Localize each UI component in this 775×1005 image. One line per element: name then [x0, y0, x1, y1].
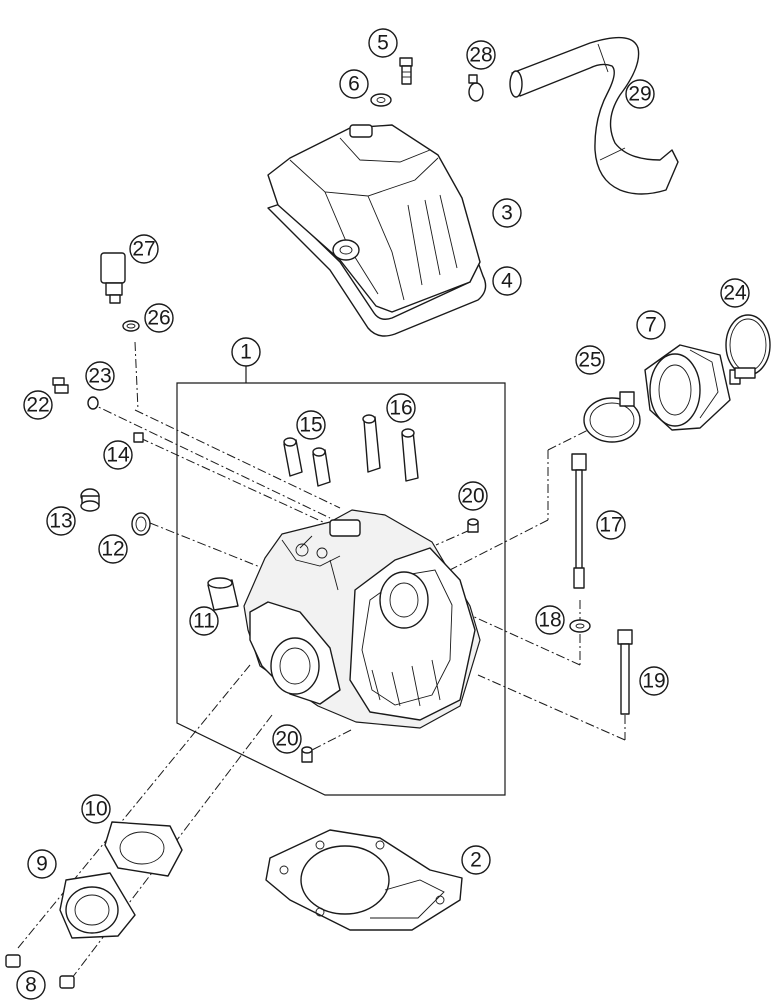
small-screw-plug-lower — [301, 746, 313, 763]
flange-bolts — [5, 954, 75, 989]
callout-13: 13 — [46, 506, 76, 536]
callout-16: 16 — [386, 393, 416, 423]
callout-number: 7 — [645, 314, 657, 337]
cover-bolt — [399, 57, 413, 85]
callout-8: 8 — [16, 970, 46, 1000]
cylinder-head — [243, 509, 481, 729]
callout-28: 28 — [466, 40, 496, 70]
callout-19: 19 — [639, 666, 669, 696]
callout-number: 10 — [84, 798, 107, 821]
callout-number: 17 — [599, 514, 622, 537]
valve-guides-long — [362, 414, 419, 482]
callout-20-lower: 20 — [272, 724, 302, 754]
callout-25: 25 — [575, 345, 605, 375]
callout-23: 23 — [85, 361, 115, 391]
callout-number: 19 — [642, 670, 665, 693]
callout-6: 6 — [339, 69, 369, 99]
callout-number: 28 — [469, 44, 492, 67]
callout-number: 9 — [36, 853, 48, 876]
callout-number: 8 — [25, 974, 37, 997]
callout-3: 3 — [492, 198, 522, 228]
callout-24: 24 — [720, 278, 750, 308]
callout-number: 6 — [348, 73, 360, 96]
callout-number: 26 — [147, 307, 170, 330]
callout-number: 13 — [49, 510, 72, 533]
hose-clamp-large — [725, 314, 771, 379]
valve-cover — [267, 124, 481, 313]
callout-number: 23 — [88, 365, 111, 388]
callout-1: 1 — [231, 337, 261, 367]
callout-17: 17 — [596, 510, 626, 540]
callout-7: 7 — [636, 310, 666, 340]
callout-18: 18 — [535, 605, 565, 635]
callout-number: 29 — [628, 83, 651, 106]
hex-bolt — [617, 629, 633, 715]
callout-number: 24 — [723, 282, 747, 305]
callout-number: 25 — [578, 349, 601, 372]
plug-seal-ring — [131, 512, 151, 536]
exhaust-gasket — [104, 821, 183, 877]
callout-number: 20 — [461, 485, 484, 508]
callout-29: 29 — [625, 79, 655, 109]
callout-number: 22 — [26, 394, 49, 417]
callout-number: 15 — [299, 414, 322, 437]
rubber-washer — [370, 93, 392, 107]
callout-number: 2 — [470, 849, 482, 872]
callout-15: 15 — [296, 410, 326, 440]
callout-2: 2 — [461, 845, 491, 875]
plug-screw — [52, 377, 69, 394]
callout-12: 12 — [98, 534, 128, 564]
cylinder-head-gasket — [265, 829, 463, 931]
callout-number: 4 — [501, 270, 513, 293]
callout-20-upper: 20 — [458, 481, 488, 511]
callout-number: 18 — [538, 609, 561, 632]
oil-plug — [80, 488, 100, 512]
breather-hose — [509, 36, 679, 195]
sensor-seal-ring — [122, 320, 140, 332]
callout-11: 11 — [189, 606, 219, 636]
temperature-sensor — [100, 252, 126, 304]
hose-clamp-small — [468, 74, 484, 102]
small-seal-ring — [87, 396, 99, 410]
small-screw-plug-upper — [467, 518, 479, 533]
dowel-sleeve — [207, 577, 239, 611]
callout-number: 12 — [101, 538, 124, 561]
callout-14: 14 — [103, 440, 133, 470]
hose-clamp-medium — [583, 391, 641, 443]
stud-washer — [569, 619, 591, 633]
callout-4: 4 — [492, 266, 522, 296]
valve-guides-short — [283, 437, 331, 487]
small-plug — [133, 432, 144, 443]
callout-number: 27 — [132, 238, 155, 261]
callout-22: 22 — [23, 390, 53, 420]
callout-10: 10 — [81, 794, 111, 824]
callout-5: 5 — [368, 28, 398, 58]
callout-number: 14 — [106, 444, 130, 467]
callout-number: 5 — [377, 32, 389, 55]
callout-number: 1 — [240, 341, 252, 364]
exhaust-flange — [59, 872, 136, 939]
intake-flange — [644, 344, 741, 431]
cylinder-head-assembly-frame — [176, 366, 506, 796]
callout-9: 9 — [27, 849, 57, 879]
callout-number: 20 — [275, 728, 298, 751]
callout-26: 26 — [144, 303, 174, 333]
callout-number: 16 — [389, 397, 412, 420]
callout-number: 3 — [501, 202, 513, 225]
valve-cover-gasket — [267, 203, 487, 337]
long-stud-bolt — [571, 453, 587, 589]
callout-27: 27 — [129, 234, 159, 264]
callout-number: 11 — [193, 610, 215, 633]
